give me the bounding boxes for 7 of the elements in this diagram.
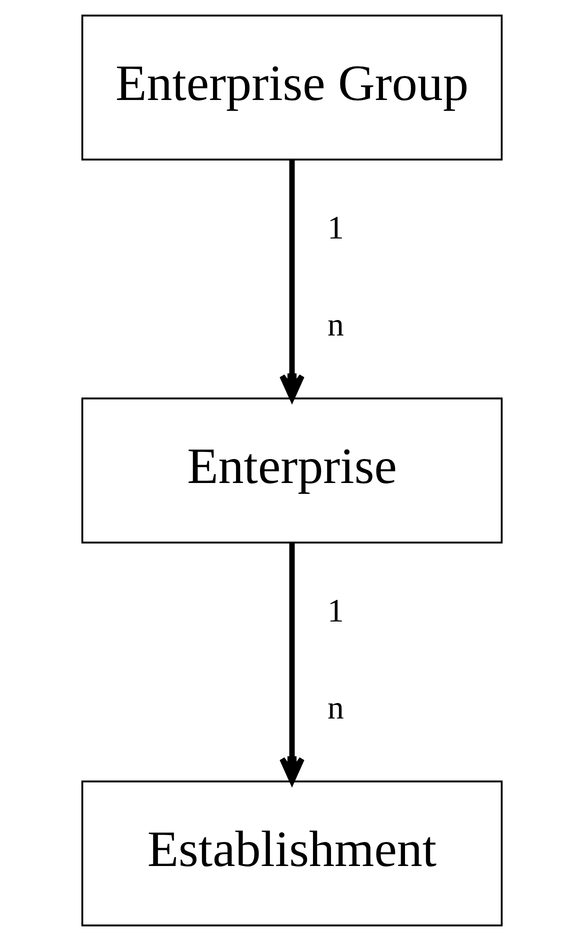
node-box: Enterprise bbox=[80, 398, 502, 544]
label: 1 bbox=[327, 210, 344, 247]
label: n bbox=[327, 307, 344, 344]
node-box: Establishment bbox=[80, 780, 502, 926]
node-box: Enterprise Group bbox=[80, 14, 502, 160]
label: n bbox=[327, 690, 344, 726]
label: 1 bbox=[327, 594, 344, 630]
